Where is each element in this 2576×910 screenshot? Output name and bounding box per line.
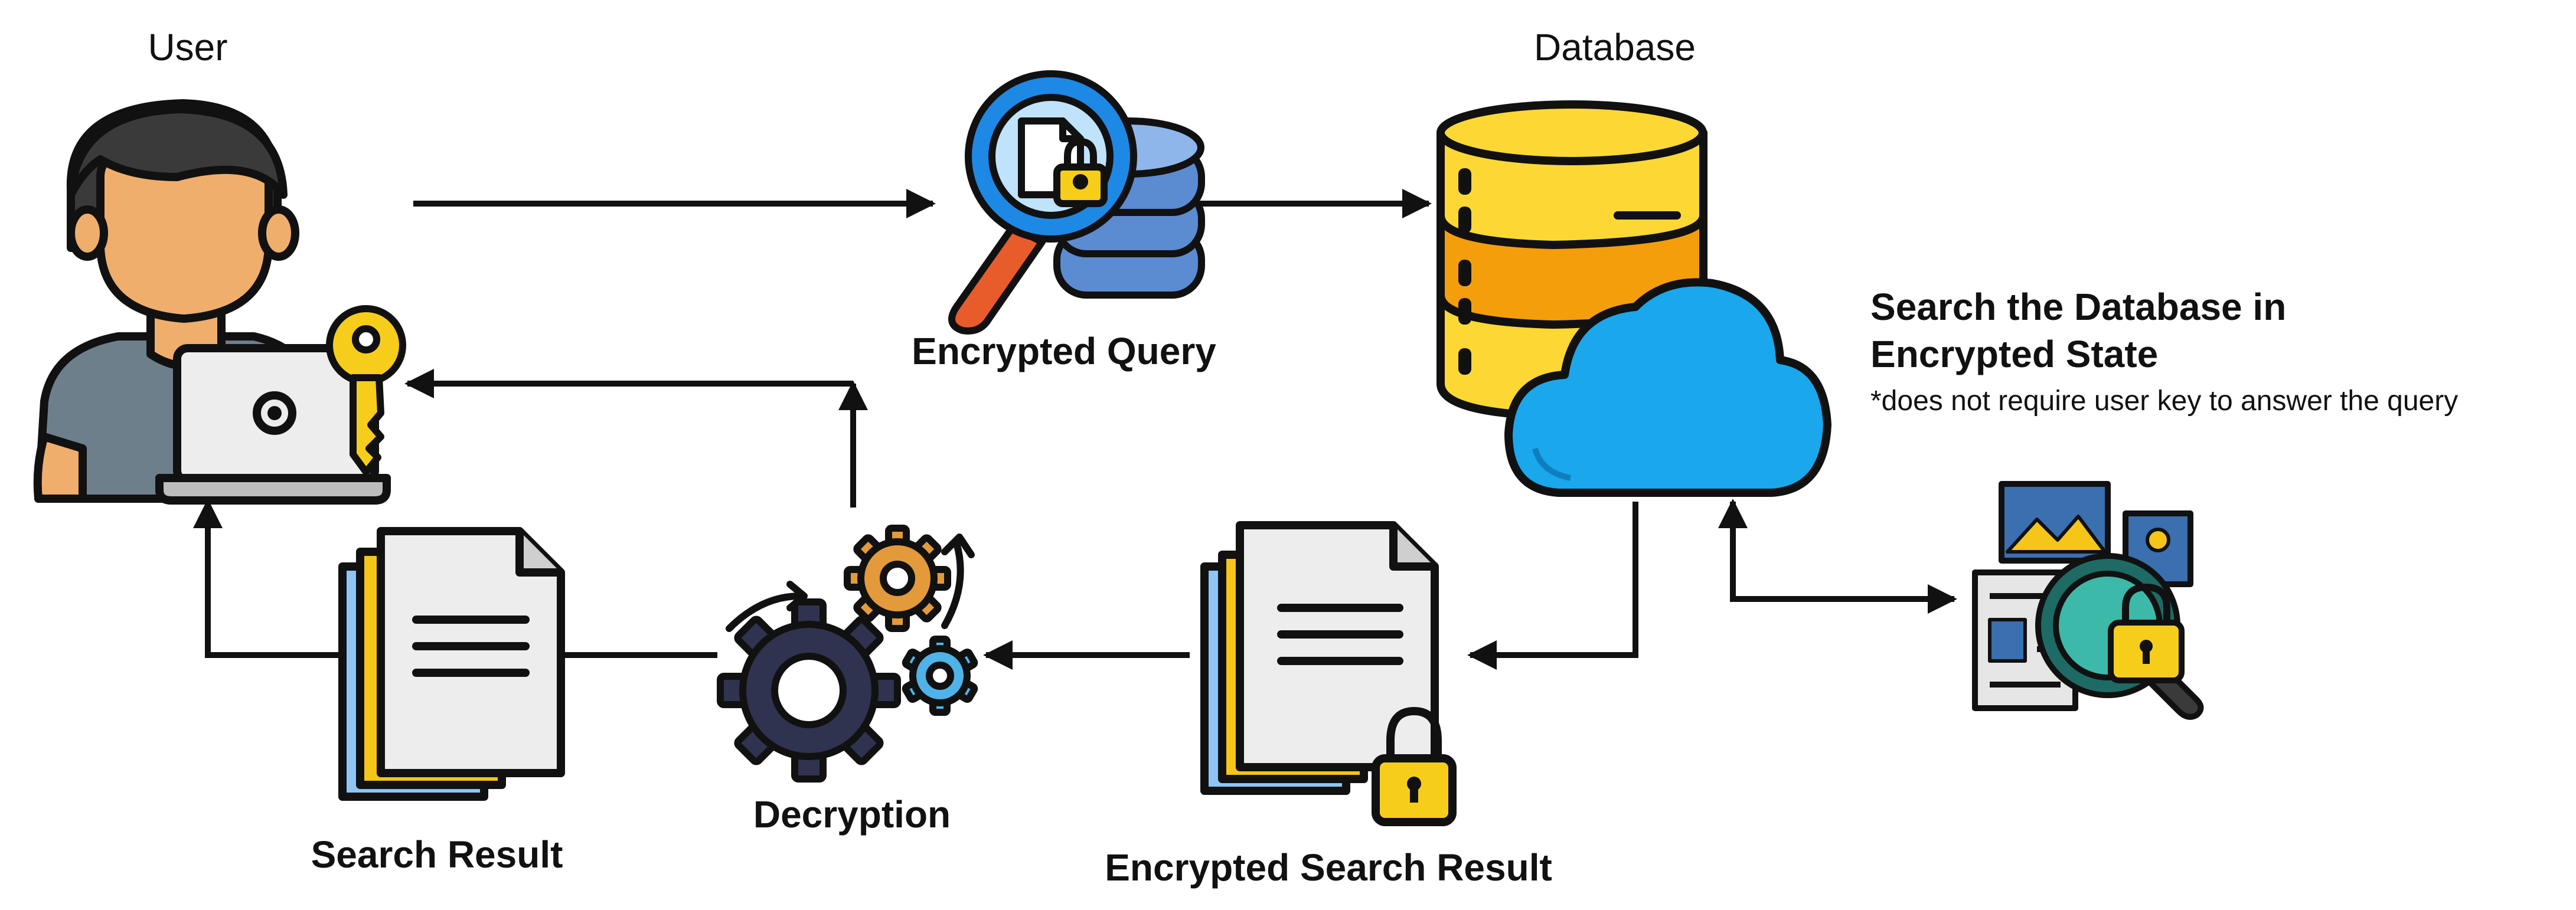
encrypted-query-icon bbox=[948, 70, 1205, 335]
arrow-cloud-to-image-search bbox=[1718, 499, 1957, 614]
decryption-gears-icon bbox=[717, 525, 978, 783]
encrypted-query-label: Encrypted Query bbox=[912, 330, 1216, 372]
user-label: User bbox=[148, 26, 227, 68]
search-note: *does not require user key to answer the… bbox=[1870, 385, 2458, 417]
key-icon bbox=[326, 305, 406, 476]
encrypted-search-result-label: Encrypted Search Result bbox=[1105, 846, 1552, 889]
arrow-search-result-to-user bbox=[193, 499, 342, 658]
search-result-label: Search Result bbox=[311, 833, 563, 876]
search-title-line1: Search the Database in bbox=[1870, 286, 2286, 328]
padlock-icon bbox=[1372, 707, 1457, 826]
connectors bbox=[193, 189, 1957, 670]
encrypted-result-documents-icon bbox=[1200, 521, 1439, 795]
encrypted-image-search-icon bbox=[1972, 481, 2204, 720]
decryption-label: Decryption bbox=[753, 793, 951, 836]
search-result-documents-icon bbox=[338, 527, 565, 801]
arrow-cloud-to-encrypted-result bbox=[1467, 502, 1638, 670]
database-label: Database bbox=[1534, 26, 1696, 68]
arrow-decryption-to-user bbox=[407, 384, 853, 508]
search-title-line2: Encrypted State bbox=[1870, 333, 2158, 375]
cloud-icon bbox=[1504, 278, 1831, 497]
